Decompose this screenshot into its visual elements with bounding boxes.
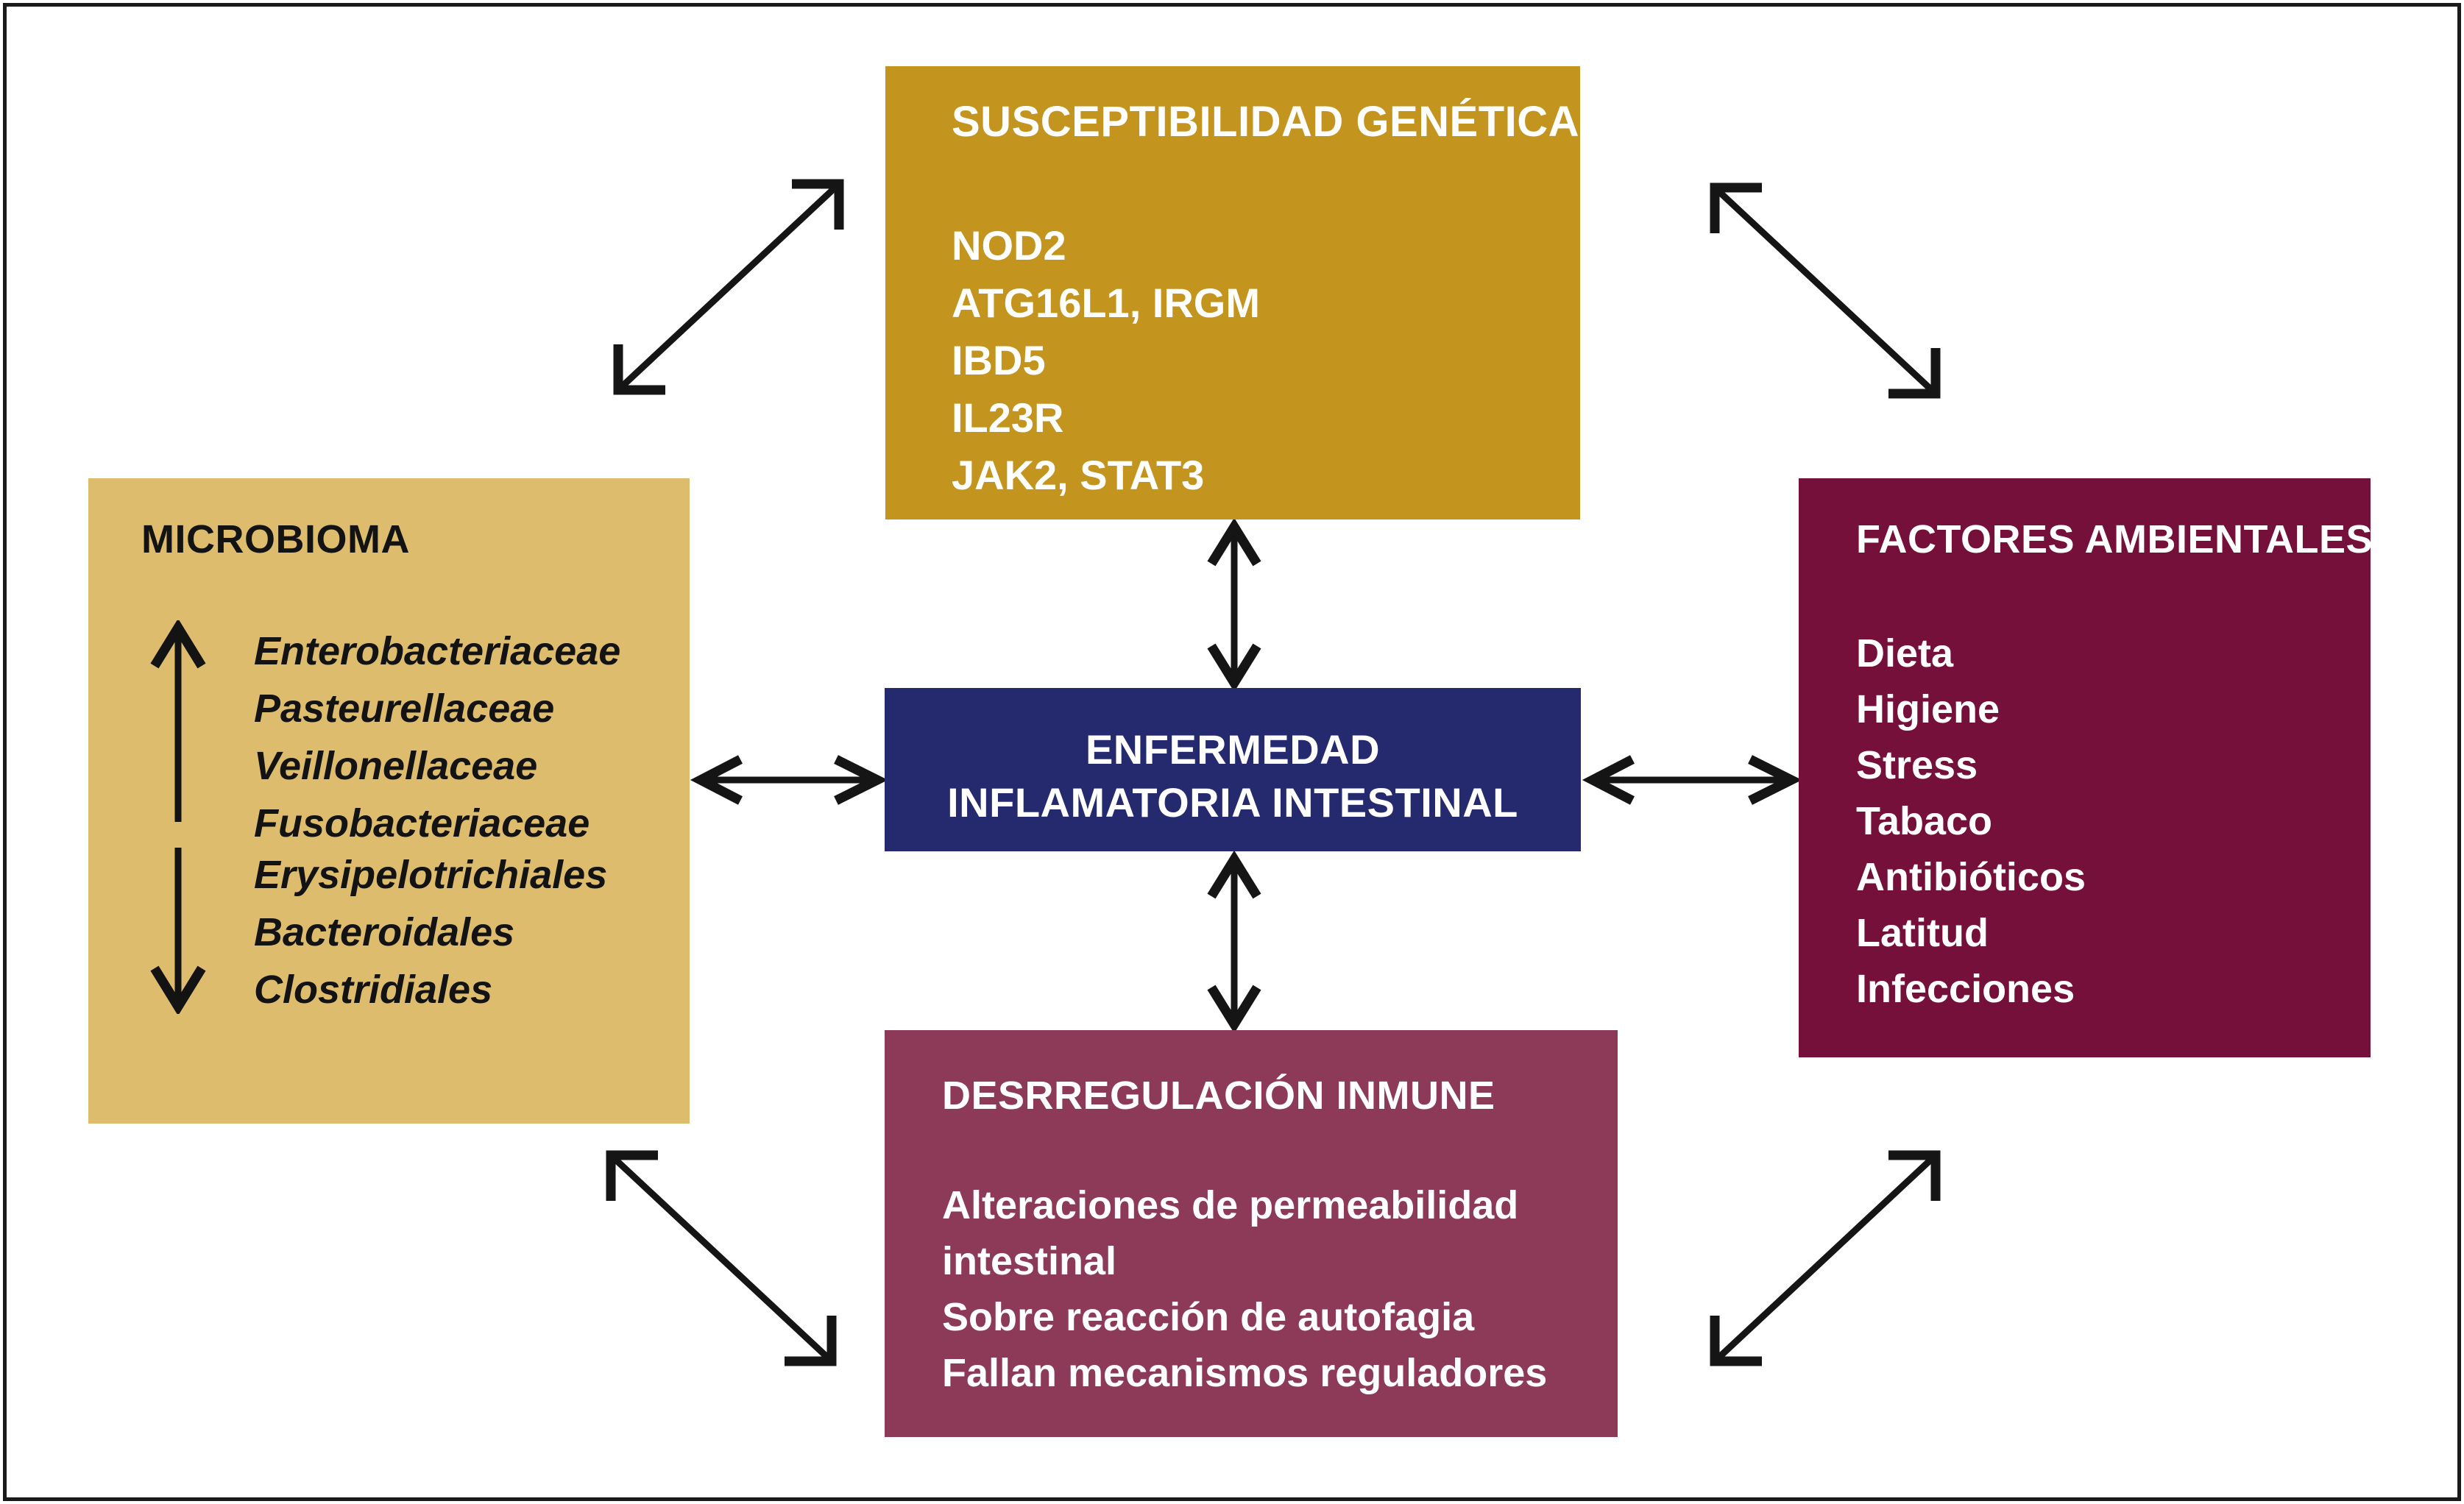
box-immune-dysregulation: DESRREGULACIÓN INMUNE Alteraciones de pe… xyxy=(885,1030,1618,1437)
list-item: Latitud xyxy=(1856,911,1989,955)
list-item: Veillonellaceae xyxy=(254,744,538,788)
list-item: IBD5 xyxy=(952,337,1046,383)
list-item: NOD2 xyxy=(952,222,1066,269)
list-item: Pasteurellaceae xyxy=(254,687,555,731)
box-disease-line-1: ENFERMEDAD xyxy=(1085,726,1381,773)
list-item: Higiene xyxy=(1856,687,2000,731)
box-genetic-list: NOD2 ATG16L1, IRGM IBD5 IL23R JAK2, STAT… xyxy=(952,217,1260,504)
list-item: Bacteroidales xyxy=(254,910,515,954)
list-item: JAK2, STAT3 xyxy=(952,452,1205,498)
list-item: Sobre reacción de autofagia xyxy=(942,1295,1475,1339)
connector-microbioma-disease xyxy=(690,755,888,805)
box-microbioma-title: MICROBIOMA xyxy=(141,517,410,561)
list-item: Alteraciones de permeabilidad xyxy=(942,1183,1519,1227)
box-disease-lines: ENFERMEDAD INFLAMATORIA INTESTINAL xyxy=(885,723,1581,829)
box-environmental-factors: FACTORES AMBIENTALES Dieta Higiene Stres… xyxy=(1799,478,2371,1057)
connector-genetic-environment xyxy=(1710,182,1941,399)
box-disease-line-2: INFLAMATORIA INTESTINAL xyxy=(947,779,1518,826)
list-item: Stress xyxy=(1856,743,1978,787)
list-item: Enterobacteriaceae xyxy=(254,629,621,673)
box-genetic-title: SUSCEPTIBILIDAD GENÉTICA xyxy=(952,98,1580,146)
connector-microbioma-genetic xyxy=(613,179,844,395)
connector-genetic-disease xyxy=(1207,517,1261,692)
box-immune-title: DESRREGULACIÓN INMUNE xyxy=(942,1074,1495,1118)
list-item: IL23R xyxy=(952,394,1064,441)
list-item: Clostridiales xyxy=(254,968,493,1012)
list-item: Erysipelotrichiales xyxy=(254,853,608,897)
list-item: Dieta xyxy=(1856,631,1954,675)
list-item: Fallan mecanismos reguladores xyxy=(942,1351,1548,1395)
box-environment-title: FACTORES AMBIENTALES xyxy=(1856,517,2371,561)
list-item: ATG16L1, IRGM xyxy=(952,280,1261,326)
microbioma-decreased-list: Erysipelotrichiales Bacteroidales Clostr… xyxy=(254,846,607,1018)
list-item: Antibióticos xyxy=(1856,855,2086,899)
microbioma-increased-list: Enterobacteriaceae Pasteurellaceae Veill… xyxy=(254,622,620,852)
box-microbioma: MICROBIOMA Enterobacteriaceae Pasteurell… xyxy=(88,478,690,1124)
box-genetic-susceptibility: SUSCEPTIBILIDAD GENÉTICA NOD2 ATG16L1, I… xyxy=(885,66,1580,519)
box-inflammatory-bowel-disease: ENFERMEDAD INFLAMATORIA INTESTINAL xyxy=(885,688,1581,851)
connector-disease-immune xyxy=(1207,850,1261,1034)
box-immune-list: Alteraciones de permeabilidad intestinal… xyxy=(942,1177,1547,1401)
decrease-arrow-icon xyxy=(150,848,206,1014)
box-environment-list: Dieta Higiene Stress Tabaco Antibióticos… xyxy=(1856,625,2086,1017)
connector-immune-environment xyxy=(1710,1150,1941,1366)
list-item: Infecciones xyxy=(1856,967,2075,1011)
list-item: Fusobacteriaceae xyxy=(254,801,590,845)
list-item: intestinal xyxy=(942,1239,1117,1283)
list-item: Tabaco xyxy=(1856,799,1993,843)
connector-disease-environment xyxy=(1582,755,1802,805)
connector-microbioma-immune xyxy=(606,1150,837,1366)
increase-arrow-icon xyxy=(150,620,206,822)
